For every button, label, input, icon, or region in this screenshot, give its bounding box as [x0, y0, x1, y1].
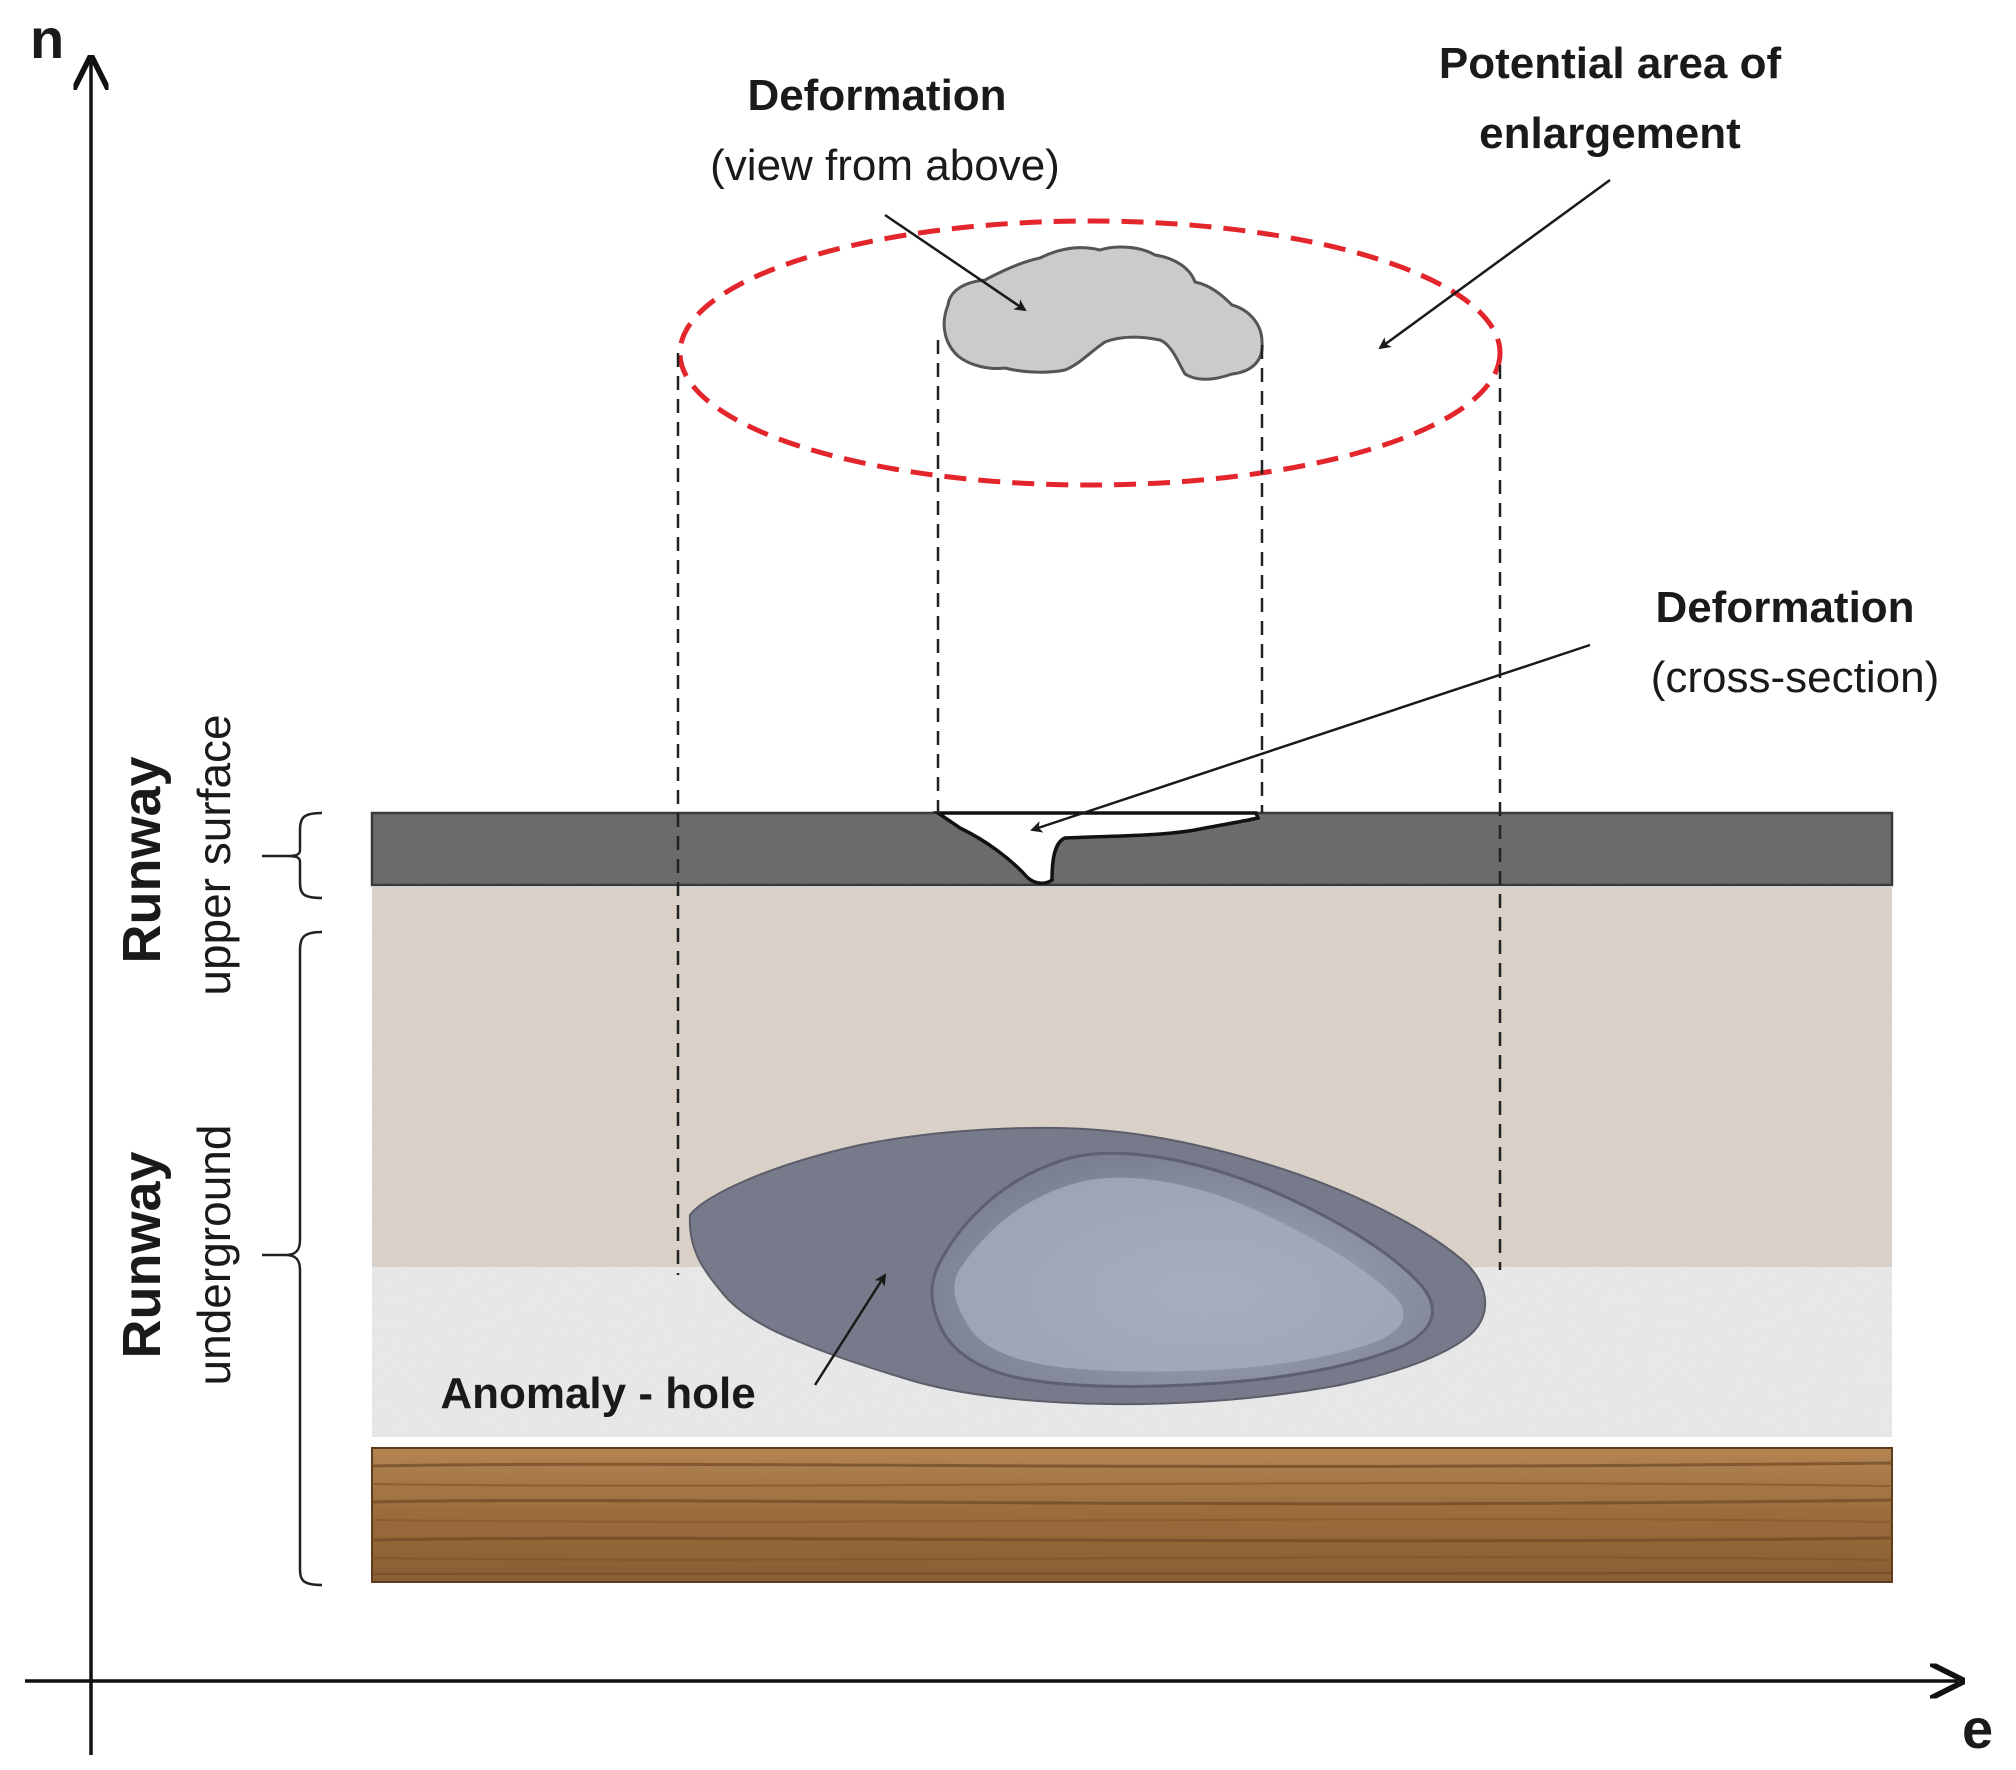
- sand-layer: [372, 887, 1892, 1267]
- potential-area-line1: Potential area of: [1439, 39, 1782, 88]
- pointer-deformation-above: [884, 213, 1027, 312]
- n-axis-label: n: [30, 7, 64, 70]
- deformation-cross-title: Deformation: [1655, 583, 1914, 632]
- runway-underground-subtitle: underground: [188, 1125, 240, 1386]
- deformation-cross-section: [932, 811, 1261, 885]
- pointer-deformation-cross: [1030, 643, 1591, 833]
- runway-upper-title: Runway: [112, 756, 172, 963]
- upper-surface-bracket: [285, 811, 323, 900]
- potential-enlargement-ellipse: [677, 218, 1503, 488]
- wood-layer: [371, 1447, 1893, 1583]
- anomaly-label: Anomaly - hole: [440, 1369, 755, 1418]
- deformation-view-above: [942, 245, 1264, 381]
- underground-bracket: [285, 930, 323, 1587]
- anomaly-hole: [688, 1126, 1487, 1406]
- runway-upper-subtitle: upper surface: [188, 714, 240, 995]
- deformation-above-subtitle: (view from above): [710, 141, 1060, 190]
- pointer-enlargement: [1378, 178, 1611, 350]
- upper-surface-layer: [370, 811, 1894, 887]
- runway-underground-title: Runway: [112, 1151, 172, 1358]
- pointer-anomaly: [813, 1273, 887, 1386]
- deformation-cross-subtitle: (cross-section): [1651, 653, 1940, 702]
- potential-area-line2: enlargement: [1479, 109, 1741, 158]
- e-axis-label: e: [1962, 1697, 1993, 1760]
- deformation-above-title: Deformation: [747, 71, 1006, 120]
- projection-lines: [676, 340, 1502, 1275]
